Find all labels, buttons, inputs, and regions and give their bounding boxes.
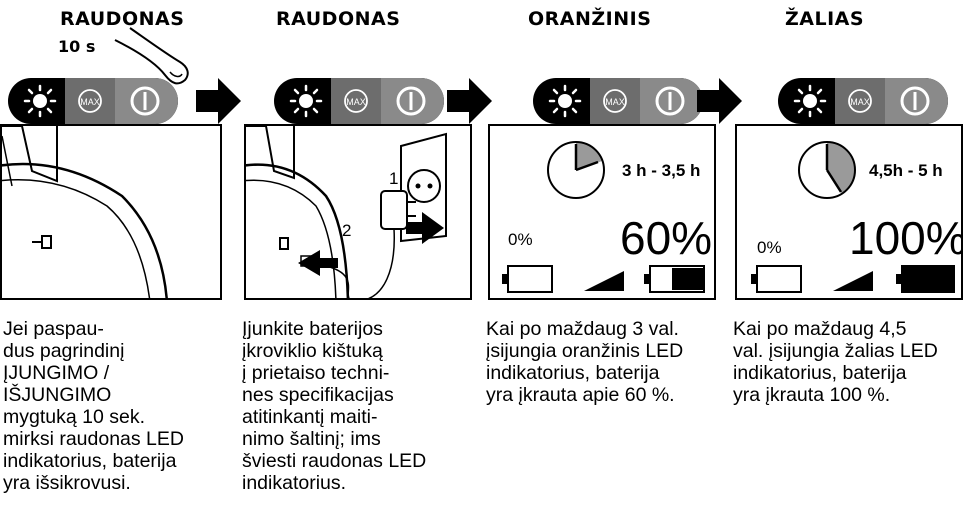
battery-empty-icon <box>502 265 553 293</box>
led-panel-3: MAX <box>533 78 703 124</box>
pressing-finger-icon <box>114 27 189 85</box>
step-2-illustration: 1 2 <box>244 124 472 300</box>
power-icon <box>130 86 160 116</box>
right-arrow-icon <box>697 78 742 124</box>
start-percent: 0% <box>757 238 782 257</box>
power-icon <box>900 86 930 116</box>
plug-in-arrow <box>406 212 444 244</box>
svg-text:MAX: MAX <box>605 97 625 107</box>
led-light-icon <box>548 84 582 118</box>
start-percent: 0% <box>508 230 533 249</box>
svg-text:1: 1 <box>389 169 398 188</box>
battery-full-icon <box>644 265 705 293</box>
svg-text:MAX: MAX <box>850 97 870 107</box>
insert-arrow <box>298 250 338 276</box>
clock-icon <box>547 141 605 199</box>
step-4: ŽALIAS MAX <box>733 0 965 525</box>
charge-duration: 3 h - 3,5 h <box>622 161 701 180</box>
step-3: ORANŽINIS MAX <box>486 0 718 525</box>
press-time-label: 10 s <box>58 37 96 56</box>
step-2-header: RAUDONAS <box>276 8 401 30</box>
svg-text:MAX: MAX <box>346 97 366 107</box>
wall-socket <box>400 132 447 243</box>
led-light-icon <box>23 84 57 118</box>
led-panel-1: MAX <box>8 78 178 124</box>
clock-icon <box>798 141 856 199</box>
device-illustration <box>2 126 168 298</box>
led-panel-4: MAX <box>778 78 948 124</box>
charge-percent: 60% <box>620 212 713 264</box>
step-3-illustration: 3 h - 3,5 h 0% 60% <box>488 124 716 300</box>
battery-full-icon <box>896 265 955 293</box>
step-4-description: Kai po maždaug 4,5 val. įsijungia žalias… <box>733 318 938 406</box>
led-light-icon <box>793 84 827 118</box>
step-4-illustration: 4,5h - 5 h 0% 100% <box>735 124 963 300</box>
max-icon: MAX <box>848 89 872 113</box>
led-light-icon <box>289 84 323 118</box>
charge-ramp-icon <box>584 271 624 291</box>
right-arrow-icon <box>196 78 241 124</box>
step-1-description: Jei paspau- dus pagrindinį ĮJUNGIMO / IŠ… <box>3 318 184 494</box>
step-2-description: Įjunkite baterijos įkroviklio kištuką į … <box>242 318 427 494</box>
max-icon: MAX <box>78 89 102 113</box>
charge-ramp-icon <box>833 271 873 291</box>
charge-duration: 4,5h - 5 h <box>869 161 943 180</box>
led-panel-2: MAX <box>274 78 444 124</box>
right-arrow-icon <box>447 78 492 124</box>
battery-empty-icon <box>751 265 802 293</box>
step-1-header: RAUDONAS <box>60 8 185 30</box>
device-illustration <box>246 126 350 298</box>
step-2: RAUDONAS MAX <box>242 0 474 525</box>
svg-text:2: 2 <box>342 221 351 240</box>
svg-text:MAX: MAX <box>80 97 100 107</box>
power-icon <box>396 86 426 116</box>
step-3-description: Kai po maždaug 3 val. įsijungia oranžini… <box>486 318 684 406</box>
max-icon: MAX <box>603 89 627 113</box>
power-icon <box>655 86 685 116</box>
step-3-header: ORANŽINIS <box>528 8 652 30</box>
step-1: RAUDONAS 10 s MAX <box>0 0 230 525</box>
step-1-illustration <box>0 124 222 300</box>
charge-percent: 100% <box>849 212 963 264</box>
step-4-header: ŽALIAS <box>785 8 865 30</box>
max-icon: MAX <box>344 89 368 113</box>
